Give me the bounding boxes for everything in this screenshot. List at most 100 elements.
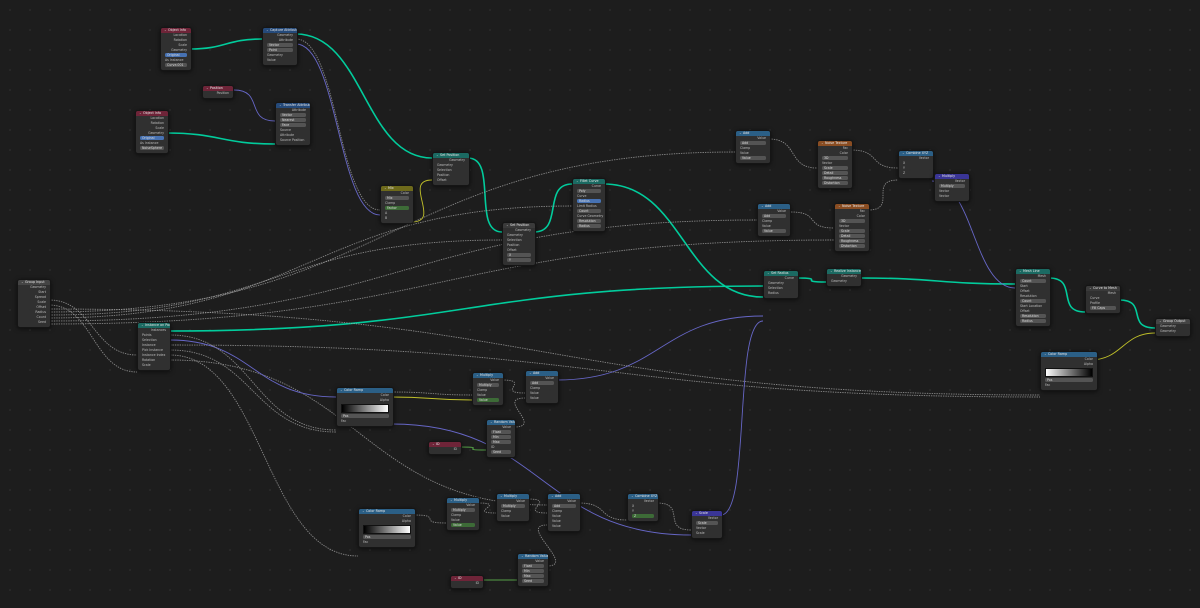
socket-color[interactable]: Color [856,214,865,218]
node-link[interactable] [169,359,548,506]
socket-noisesphere[interactable]: NoiseSphere [140,145,164,151]
socket-color[interactable]: Color [380,393,389,397]
socket-instances[interactable]: Instances [150,328,166,332]
node-link[interactable] [527,498,548,514]
socket-multiply[interactable]: Multiply [939,184,965,189]
node-header[interactable]: ⌄Multiply [447,498,479,503]
socket-fac[interactable]: Fac [341,418,347,423]
node-link[interactable] [867,179,899,211]
socket-clamp[interactable]: Clamp [530,385,541,390]
socket-location[interactable]: Location [173,33,187,37]
socket-limit-radius[interactable]: Limit Radius [577,203,597,208]
socket-value[interactable]: Value [552,513,561,518]
collapse-chevron-icon[interactable]: ⌄ [450,498,453,502]
node-link[interactable] [48,151,736,313]
node-link[interactable] [189,38,263,50]
socket-geometry[interactable]: Geometry [277,33,293,37]
socket-z[interactable]: Z [903,171,906,175]
node-link[interactable] [48,304,138,373]
collapse-chevron-icon[interactable]: ⌄ [436,153,439,157]
socket-vector[interactable]: Vector [839,223,850,228]
socket-vector[interactable]: Vector [643,499,654,503]
socket-count[interactable]: Count [1020,298,1046,304]
socket-points[interactable]: Points [142,333,152,337]
collapse-chevron-icon[interactable]: ⌄ [739,131,742,135]
socket-geometry[interactable]: Geometry [1160,324,1176,328]
socket-location[interactable]: Location [150,116,164,120]
node-header[interactable]: ⌄Color Ramp [337,388,393,393]
node-link[interactable] [850,149,899,169]
socket-source-position[interactable]: Source Position [280,137,305,142]
collapse-chevron-icon[interactable]: ⌄ [139,111,142,115]
socket-offset[interactable]: Offset [437,178,447,182]
socket-resolution[interactable]: Resolution [577,218,601,224]
socket-color[interactable]: Color [1084,357,1093,361]
socket-color[interactable]: Color [839,151,848,155]
node-header[interactable]: ⌄Noise Texture [818,141,852,146]
socket-factor[interactable]: Factor [385,205,409,211]
socket-y[interactable]: Y [903,166,905,170]
collapse-chevron-icon[interactable]: ⌄ [206,86,209,90]
socket-clamp[interactable]: Clamp [762,218,773,223]
socket-add[interactable]: Add [530,381,554,386]
node-link[interactable] [411,179,433,223]
node-link[interactable] [48,239,835,325]
node-header[interactable]: ⌄Set Position [433,153,469,158]
collapse-chevron-icon[interactable]: ⌄ [830,269,833,273]
socket-value[interactable]: Value [451,517,460,522]
socket-seed[interactable]: Seed [491,449,511,455]
node-header[interactable]: ⌄Mix [381,186,413,191]
node-header[interactable]: ⌄ID [429,442,461,447]
node-link[interactable] [859,277,1016,285]
node-link[interactable] [169,349,337,433]
node-link[interactable] [48,205,573,319]
node-header[interactable]: ⌄Random Value [518,554,548,559]
node-header[interactable]: ⌄Capture Attribute [263,28,297,33]
socket-z[interactable]: Z [632,514,654,519]
collapse-chevron-icon[interactable]: ⌄ [821,141,824,145]
socket-curve[interactable]: Curve [591,184,601,188]
node-link[interactable] [467,157,503,233]
socket-clamp[interactable]: Clamp [477,387,488,392]
socket-scale[interactable]: Scale [37,300,46,304]
node-header[interactable]: ⌄Noise Texture [835,204,869,209]
node-link[interactable] [165,132,276,145]
socket-resolution[interactable]: Resolution [1020,313,1046,319]
socket-value[interactable]: Value [757,136,766,140]
node-link[interactable] [169,339,337,398]
socket-roughness[interactable]: Roughness [822,175,848,181]
socket-geometry[interactable]: Geometry [171,48,187,52]
socket-pos[interactable]: Pos [341,414,389,419]
socket-multiply[interactable]: Multiply [501,504,525,509]
socket-mix[interactable]: Mix [385,196,409,201]
node-link[interactable] [513,397,526,428]
socket-distortion[interactable]: Distortion [822,180,848,186]
node-header[interactable]: ⌄Combine XYZ [628,494,658,499]
collapse-chevron-icon[interactable]: ⌄ [362,509,365,513]
node-random-value[interactable]: ⌄Random ValueValueFloatMinMaxIDSeed [486,419,516,458]
socket-id[interactable]: ID [453,447,457,451]
socket-pick-instance[interactable]: Pick Instance [142,348,163,352]
collapse-chevron-icon[interactable]: ⌄ [902,151,905,155]
socket-seed[interactable]: Seed [522,578,544,584]
socket-x[interactable]: X [903,161,906,165]
socket-position[interactable]: Position [437,173,450,177]
color-ramp-gradient[interactable] [363,525,411,534]
collapse-chevron-icon[interactable]: ⌄ [490,420,493,424]
socket-roughness[interactable]: Roughness [839,238,865,244]
socket-clamp[interactable]: Clamp [501,508,512,513]
node-link[interactable] [48,299,138,356]
socket-fac[interactable]: Fac [1045,382,1051,387]
color-ramp-gradient[interactable] [1045,368,1093,377]
socket-offset[interactable]: Offset [1020,288,1030,293]
socket-value[interactable]: Value [267,57,276,62]
socket-geometry[interactable]: Geometry [267,52,283,57]
